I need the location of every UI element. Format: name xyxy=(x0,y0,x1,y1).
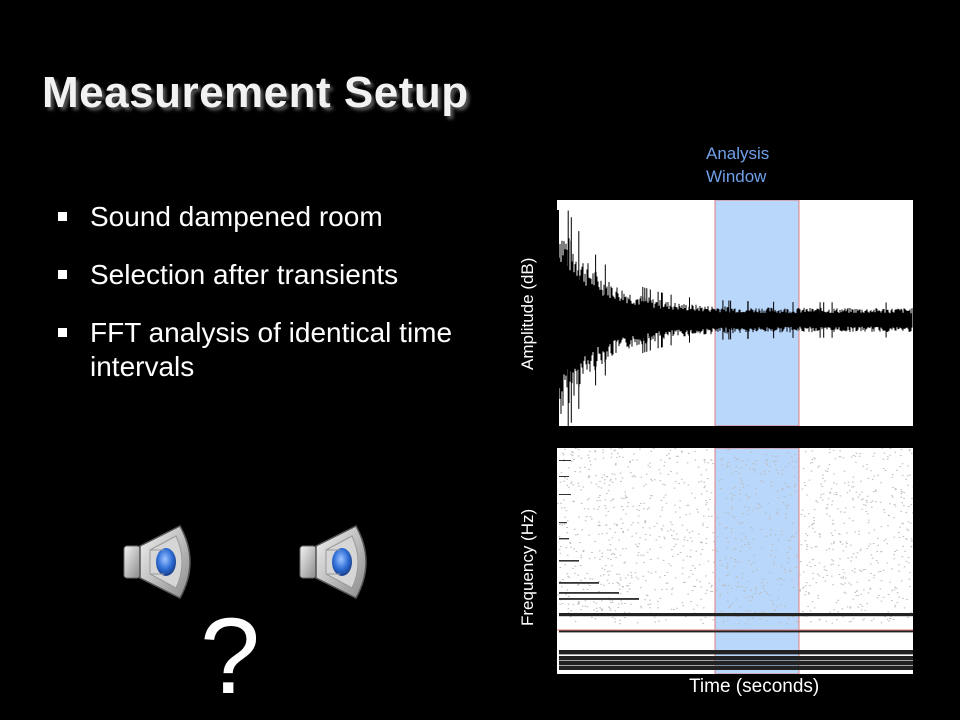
spectrogram-graphic xyxy=(557,448,913,674)
spectrogram-harmonic-band xyxy=(559,476,569,477)
spectrogram-harmonic-band xyxy=(559,630,913,633)
speaker-icon[interactable] xyxy=(296,520,380,604)
waveform-onset xyxy=(557,210,559,426)
waveform-plot xyxy=(557,200,913,426)
spectrogram-harmonic-band xyxy=(559,460,571,461)
bullet-marker xyxy=(58,212,67,221)
analysis-window-label-line: Window xyxy=(706,167,767,186)
spectrogram-harmonic-band xyxy=(559,560,579,562)
bullet-marker xyxy=(58,270,67,279)
spectrogram-harmonic-band xyxy=(559,522,567,524)
bullet-text: FFT analysis of identical time intervals xyxy=(90,317,453,382)
time-axis-label: Time (seconds) xyxy=(689,676,820,697)
spectrogram-harmonic-band xyxy=(559,613,913,617)
spectrogram-harmonic-band xyxy=(559,656,913,661)
spectrogram-harmonic-band xyxy=(559,538,569,540)
spectrogram-harmonic-band xyxy=(559,666,913,670)
waveform-spikes xyxy=(567,210,887,426)
bullet-marker xyxy=(58,328,67,337)
spectrogram-harmonic-band xyxy=(559,582,599,584)
analysis-window-label-line: Analysis xyxy=(706,144,770,163)
speaker-icon-graphic xyxy=(299,525,367,599)
slide-title: Measurement Setup xyxy=(42,68,469,117)
bullet-text: Sound dampened room xyxy=(90,201,383,232)
waveform-y-axis-label: Amplitude (dB) xyxy=(518,257,537,370)
bullet-text: Selection after transients xyxy=(90,259,399,290)
bullet-item: Sound dampened room xyxy=(58,200,498,234)
bullet-list: Sound dampened room Selection after tran… xyxy=(58,200,498,408)
spectrogram-harmonic-band xyxy=(559,661,913,666)
analysis-window-label: Analysis Window xyxy=(706,142,769,188)
spectrogram-harmonic-band xyxy=(559,650,913,655)
question-mark: ? xyxy=(200,595,261,716)
spectrogram-harmonic-band xyxy=(559,592,619,594)
spectrogram-harmonic-band xyxy=(559,494,571,495)
spectrogram-plot xyxy=(557,448,913,674)
bullet-item: Selection after transients xyxy=(58,258,498,292)
bullet-item: FFT analysis of identical time intervals xyxy=(58,316,498,384)
speaker-icon-graphic xyxy=(123,525,191,599)
spectrogram-y-axis-label: Frequency (Hz) xyxy=(518,508,537,626)
waveform-graphic xyxy=(557,200,913,426)
analysis-window-band xyxy=(714,448,800,674)
spectrogram-harmonic-band xyxy=(559,598,639,600)
speaker-icon[interactable] xyxy=(120,520,204,604)
